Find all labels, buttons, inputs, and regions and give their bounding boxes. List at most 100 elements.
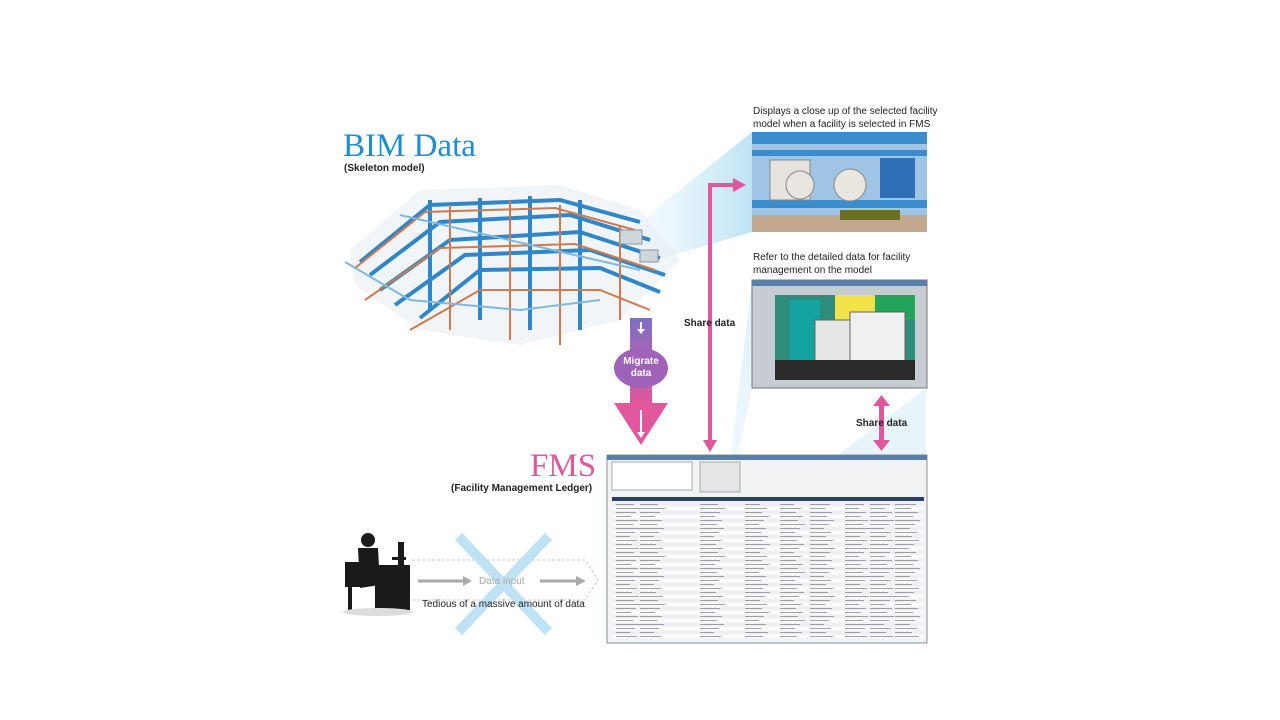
ledger-cell: [895, 520, 920, 521]
ledger-cell: [616, 564, 631, 565]
ledger-cell: [640, 620, 657, 621]
ledger-row: [612, 551, 924, 554]
ledger-cell: [895, 572, 915, 573]
ledger-cell: [745, 612, 769, 613]
ledger-cell: [810, 632, 826, 633]
ledger-cell: [845, 596, 869, 597]
ledger-cell: [616, 528, 640, 529]
ledger-cell: [745, 600, 760, 601]
ledger-cell: [616, 548, 639, 549]
ledger-cell: [845, 588, 867, 589]
ledger-cell: [640, 540, 661, 541]
ledger-cell: [870, 616, 894, 617]
ledger-cell: [640, 544, 656, 545]
ledger-cell: [780, 628, 795, 629]
cross-out-icon: [454, 532, 553, 636]
ledger-cell: [845, 568, 868, 569]
ledger-cell: [845, 540, 867, 541]
fms-title: FMS: [530, 448, 597, 484]
ledger-cell: [700, 604, 725, 605]
ledger-cell: [870, 568, 894, 569]
ledger-cell: [810, 564, 827, 565]
ledger-cell: [640, 632, 654, 633]
detailed-caption-line-1: Refer to the detailed data for facility: [753, 252, 911, 263]
ledger-cell: [700, 552, 718, 553]
ledger-cell: [640, 592, 656, 593]
ledger-cell: [895, 592, 914, 593]
ledger-cell: [700, 620, 717, 621]
closeup-caption-line-2: model when a facility is selected in FMS: [753, 119, 931, 130]
ledger-row: [612, 527, 924, 530]
ledger-cell: [895, 624, 910, 625]
ledger-cell: [640, 572, 657, 573]
ledger-cell: [700, 520, 722, 521]
ledger-cell: [616, 532, 635, 533]
ledger-cell: [810, 612, 827, 613]
ledger-row: [612, 635, 924, 638]
ledger-cell: [745, 608, 762, 609]
ledger-cell: [845, 620, 863, 621]
ledger-cell: [700, 568, 722, 569]
ledger-cell: [895, 608, 918, 609]
ledger-cell: [700, 524, 717, 525]
ledger-cell: [780, 596, 799, 597]
ledger-cell: [870, 560, 892, 561]
ledger-cell: [870, 544, 888, 545]
ledger-cell: [895, 512, 918, 513]
ledger-cell: [745, 628, 761, 629]
ledger-cell: [700, 612, 715, 613]
ledger-row: [612, 507, 924, 510]
ledger-cell: [810, 616, 834, 617]
ledger-cell: [700, 532, 719, 533]
ledger-cell: [780, 620, 805, 621]
ledger-cell: [700, 632, 714, 633]
ledger-cell: [640, 536, 654, 537]
ledger-cell: [845, 532, 865, 533]
fms-ledger-window-image: [606, 454, 928, 644]
ledger-cell: [810, 628, 831, 629]
ledger-cell: [780, 512, 796, 513]
ledger-cell: [640, 532, 659, 533]
ledger-cell: [745, 552, 760, 553]
ledger-cell: [870, 516, 887, 517]
ledger-cell: [640, 600, 658, 601]
ledger-cell: [870, 580, 891, 581]
ledger-cell: [870, 540, 893, 541]
ledger-cell: [745, 524, 759, 525]
ledger-cell: [780, 556, 801, 557]
ledger-cell: [895, 568, 920, 569]
ledger-cell: [870, 524, 889, 525]
ledger-row: [612, 503, 924, 506]
ledger-cell: [780, 516, 803, 517]
ledger-cell: [745, 636, 763, 637]
ledger-cell: [870, 504, 890, 505]
ledger-cell: [810, 580, 831, 581]
ledger-cell: [895, 616, 920, 617]
ledger-cell: [895, 556, 911, 557]
bim-title: BIM Data: [343, 128, 476, 164]
ledger-cell: [745, 536, 768, 537]
ledger-cell: [640, 560, 660, 561]
ledger-cell: [845, 604, 859, 605]
ledger-cell: [640, 588, 661, 589]
ledger-cell: [845, 508, 859, 509]
ledger-cell: [895, 604, 911, 605]
ledger-cell: [870, 536, 886, 537]
ledger-cell: [700, 556, 725, 557]
ledger-cell: [845, 628, 865, 629]
ledger-cell: [845, 556, 859, 557]
ledger-cell: [895, 524, 915, 525]
ledger-cell: [780, 584, 802, 585]
ledger-cell: [640, 504, 658, 505]
ledger-row: [612, 579, 924, 582]
ledger-cell: [616, 588, 637, 589]
ledger-row: [612, 571, 924, 574]
ledger-cell: [780, 604, 801, 605]
ledger-cell: [870, 528, 884, 529]
ledger-cell: [745, 516, 769, 517]
ledger-row: [612, 555, 924, 558]
ledger-cell: [780, 572, 805, 573]
ledger-cell: [895, 552, 916, 553]
ledger-cell: [895, 528, 910, 529]
ledger-cell: [870, 596, 895, 597]
